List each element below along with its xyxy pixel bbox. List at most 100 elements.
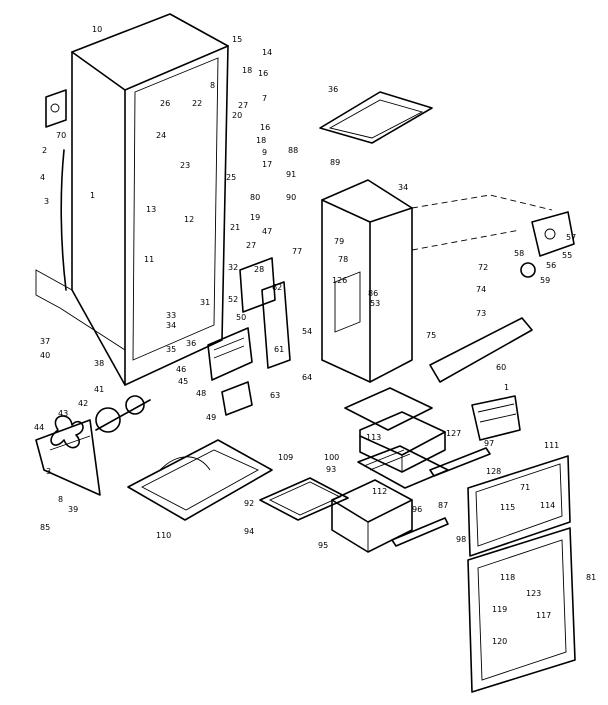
right-bracket <box>531 211 575 257</box>
top-shelf <box>319 91 433 144</box>
part-label-23: 88 <box>288 146 298 155</box>
part-label-40: 56 <box>546 261 556 270</box>
part-label-67: 46 <box>176 365 186 374</box>
part-label-98: 115 <box>500 503 515 512</box>
part-label-4: 7 <box>262 94 267 103</box>
part-label-35: 79 <box>334 237 344 246</box>
part-label-37: 78 <box>338 255 348 264</box>
part-label-22: 23 <box>180 161 190 170</box>
part-label-103: 123 <box>526 589 541 598</box>
control-knob <box>520 262 536 278</box>
part-label-21: 24 <box>156 131 166 140</box>
door-shelf <box>429 317 533 383</box>
part-label-64: 36 <box>186 339 196 348</box>
part-label-16: 17 <box>262 160 272 169</box>
part-label-100: 71 <box>520 483 530 492</box>
part-label-30: 13 <box>146 205 156 214</box>
part-label-93: 95 <box>318 541 328 550</box>
part-label-69: 41 <box>94 385 104 394</box>
part-label-9: 27 <box>238 101 248 110</box>
part-label-82: 109 <box>278 453 293 462</box>
part-label-57: 33 <box>166 311 176 320</box>
part-label-42: 59 <box>540 276 550 285</box>
defrost-plate <box>221 381 253 416</box>
part-label-39: 58 <box>514 249 524 258</box>
part-label-105: 117 <box>536 611 551 620</box>
part-label-17: 2 <box>42 146 47 155</box>
drain-tube <box>60 149 67 291</box>
part-label-31: 12 <box>184 215 194 224</box>
part-label-73: 63 <box>270 391 280 400</box>
part-label-88: 113 <box>366 433 381 442</box>
alignment-line <box>411 194 553 211</box>
part-label-28: 80 <box>250 193 260 202</box>
part-label-5: 18 <box>242 66 252 75</box>
part-label-18: 4 <box>40 173 45 182</box>
part-label-60: 37 <box>40 337 50 346</box>
part-label-29: 90 <box>286 193 296 202</box>
part-label-77: 54 <box>302 327 312 336</box>
part-label-51: 74 <box>476 285 486 294</box>
part-label-75: 61 <box>274 345 284 354</box>
part-label-91: 128 <box>486 467 501 476</box>
part-label-43: 31 <box>200 298 210 307</box>
part-label-97: 111 <box>544 441 559 450</box>
crisper-drawer <box>359 411 446 473</box>
part-label-14: 16 <box>260 123 270 132</box>
part-label-72: 44 <box>34 423 44 432</box>
part-label-95: 87 <box>438 501 448 510</box>
part-label-104: 119 <box>492 605 507 614</box>
part-label-92: 112 <box>372 487 387 496</box>
part-label-81: 85 <box>40 523 50 532</box>
part-label-59: 35 <box>166 345 176 354</box>
part-label-96: 98 <box>456 535 466 544</box>
part-label-34: 47 <box>262 227 272 236</box>
part-label-0: 10 <box>92 25 102 34</box>
part-label-85: 94 <box>244 527 254 536</box>
part-label-56: 27 <box>246 241 256 250</box>
part-label-25: 91 <box>286 170 296 179</box>
part-label-27: 25 <box>226 173 236 182</box>
part-label-32: 21 <box>230 223 240 232</box>
lower-drawer <box>331 479 413 553</box>
bottom-pan <box>127 439 273 521</box>
drawer-rail <box>391 517 449 547</box>
part-label-54: 75 <box>426 331 436 340</box>
part-label-87: 100 <box>324 453 339 462</box>
evaporator-rail <box>239 257 276 313</box>
part-label-20: 1 <box>90 191 95 200</box>
part-label-89: 127 <box>446 429 461 438</box>
divider-panel <box>261 281 291 369</box>
part-label-71: 43 <box>58 409 68 418</box>
part-label-41: 55 <box>562 251 572 260</box>
part-label-70: 42 <box>78 399 88 408</box>
crisper-cover <box>344 387 433 431</box>
door-basket <box>471 395 521 441</box>
part-label-13: 20 <box>232 111 242 120</box>
part-label-36: 77 <box>292 247 302 256</box>
part-label-19: 3 <box>44 197 49 206</box>
part-label-47: 126 <box>332 276 347 285</box>
part-label-26: 34 <box>398 183 408 192</box>
part-label-45: 28 <box>254 265 264 274</box>
evaporator-cover <box>207 327 253 381</box>
part-label-2: 14 <box>262 48 272 57</box>
part-label-99: 114 <box>540 501 555 510</box>
part-label-102: 118 <box>500 573 515 582</box>
part-label-38: 57 <box>566 233 576 242</box>
alignment-line <box>411 229 521 251</box>
part-label-48: 52 <box>228 295 238 304</box>
part-label-79: 3 <box>46 467 51 476</box>
part-label-55: 60 <box>496 363 506 372</box>
part-label-44: 32 <box>228 263 238 272</box>
part-label-8: 22 <box>192 99 202 108</box>
part-label-83: 110 <box>156 531 171 540</box>
part-label-58: 34 <box>166 321 176 330</box>
part-label-24: 89 <box>330 158 340 167</box>
freezer-liner <box>321 179 413 383</box>
part-label-10: 9 <box>262 148 267 157</box>
part-label-65: 48 <box>196 389 206 398</box>
part-label-3: 16 <box>258 69 268 78</box>
part-label-33: 19 <box>250 213 260 222</box>
part-callouts: 10 15 14 16 7 18 8 26 22 27 9 36 70 20 1… <box>34 25 596 646</box>
